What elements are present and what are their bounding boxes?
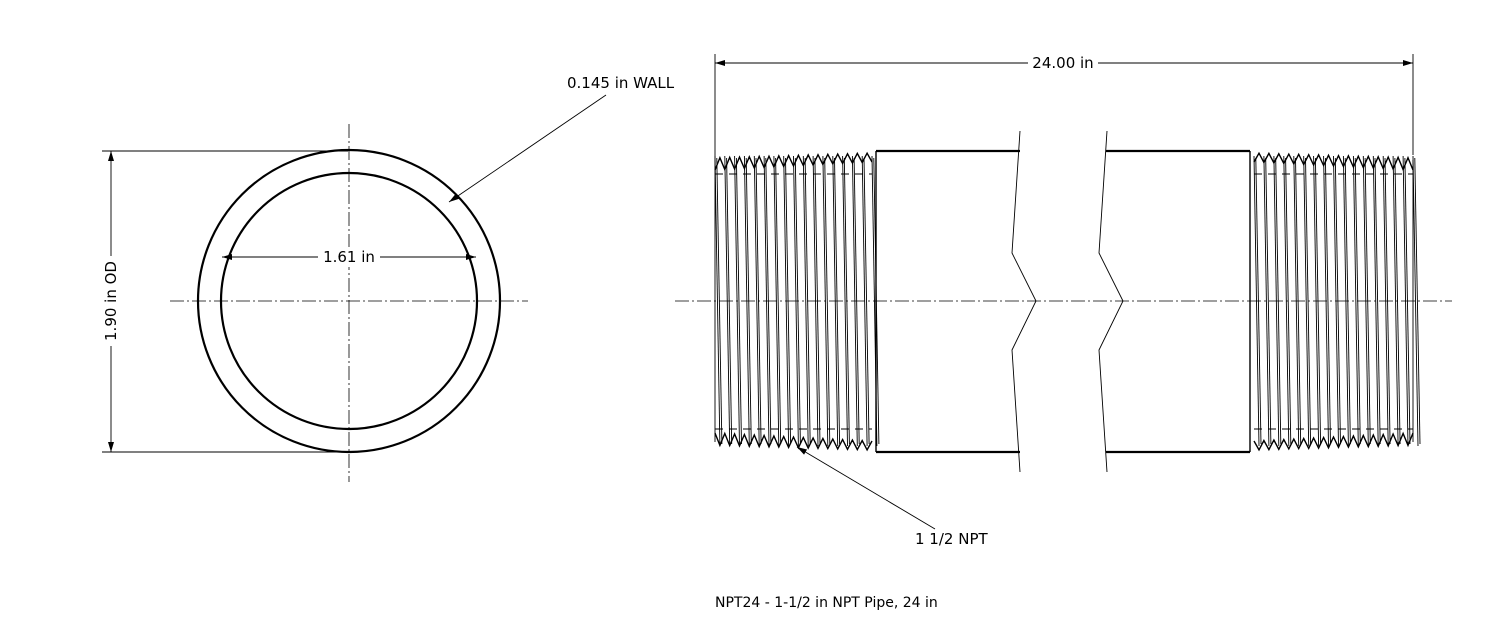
thread-helix-line: [773, 155, 780, 447]
thread-right: [1253, 151, 1421, 452]
thread-helix-line: [861, 155, 868, 447]
thread-helix-line: [1374, 157, 1381, 445]
thread-helix-line: [1265, 157, 1272, 445]
thread-helix-line: [1273, 155, 1280, 447]
break-line-left: [1011, 130, 1037, 473]
thread-helix-line: [743, 155, 750, 447]
thread-helix-line: [735, 157, 742, 445]
thread-helix-line: [1382, 155, 1389, 447]
thread-helix-line: [1402, 155, 1409, 447]
thread-helix-line: [785, 157, 792, 445]
od-dimension-label: 1.90 in OD: [102, 261, 120, 341]
thread-helix-line: [745, 157, 752, 445]
thread-helix-line: [1285, 157, 1292, 445]
thread-bottom-profile: [1253, 431, 1414, 452]
wall-leader-line: [448, 94, 607, 203]
thread-helix-line: [1404, 157, 1411, 445]
thread-helix-line: [765, 157, 772, 445]
outer-circle: [196, 148, 502, 454]
thread-helix-line: [734, 155, 740, 447]
thread-helix-line: [1384, 157, 1391, 445]
thread-helix-line: [783, 155, 790, 447]
thread-helix-line: [1354, 157, 1361, 445]
thread-helix-line: [1392, 155, 1399, 447]
thread-helix-line: [843, 157, 850, 445]
thread-helix-line: [1394, 157, 1401, 445]
thread-helix-line: [802, 155, 809, 447]
thread-helix-line: [1283, 155, 1290, 447]
thread-helix-line: [853, 157, 860, 445]
thread-helix-line: [1333, 155, 1339, 447]
thread-helix-line: [824, 157, 831, 445]
thread-label: 1 1/2 NPT: [915, 530, 988, 548]
thread-helix-line: [775, 157, 782, 445]
thread-helix-line: [804, 157, 811, 445]
thread-helix-line: [726, 157, 733, 445]
thread-helix-line: [851, 155, 858, 447]
thread-helix-line: [822, 155, 829, 447]
thread-helix-line: [724, 155, 731, 447]
thread-helix-line: [793, 155, 799, 447]
thread-helix-line: [1255, 157, 1262, 445]
thread-helix-line: [842, 155, 848, 447]
od-label-background: [102, 256, 120, 346]
length-label-background: [1028, 53, 1098, 73]
thread-bottom-profile: [714, 431, 873, 452]
thread-helix-line: [1412, 155, 1419, 447]
thread-helix-line: [1263, 155, 1270, 447]
thread-helix-line: [863, 157, 870, 445]
end-view: 1.90 in OD 1.61 in 0.145 in WALL: [102, 74, 675, 482]
thread-helix-line: [753, 155, 760, 447]
break-line-right: [1098, 130, 1124, 473]
length-dimension-label: 24.00 in: [1032, 54, 1093, 72]
thread-helix-line: [1364, 157, 1371, 445]
thread-helix-line: [1362, 155, 1369, 447]
thread-helix-line: [1414, 157, 1421, 445]
thread-helix-line: [716, 157, 723, 445]
thread-helix-line: [1313, 155, 1320, 447]
thread-helix-line: [1352, 155, 1359, 447]
inner-circle: [219, 171, 479, 431]
thread-helix-line: [1305, 157, 1312, 445]
thread-helix-line: [1372, 155, 1379, 447]
thread-helix-line: [814, 157, 821, 445]
thread-helix-line: [714, 155, 721, 447]
thread-helix-line: [1314, 157, 1322, 445]
thread-helix-line: [1303, 155, 1310, 447]
id-label-background: [318, 247, 380, 267]
thread-helix-line: [1275, 157, 1282, 445]
thread-helix-line: [1295, 157, 1302, 445]
thread-helix-line: [1334, 157, 1341, 445]
thread-helix-line: [834, 157, 841, 445]
thread-left: [714, 151, 880, 452]
thread-helix-line: [832, 155, 839, 447]
thread-helix-line: [1293, 155, 1300, 447]
thread-leader-line: [796, 446, 936, 530]
thread-helix-line: [873, 157, 880, 445]
id-dimension-label: 1.61 in: [323, 248, 375, 266]
drawing-title: NPT24 - 1-1/2 in NPT Pipe, 24 in: [715, 595, 938, 611]
wall-label: 0.145 in WALL: [567, 74, 675, 92]
thread-helix-line: [794, 157, 801, 445]
thread-helix-line: [763, 155, 770, 447]
side-view: 24.00 in 1 1/2 NPT: [675, 53, 1452, 548]
thread-helix-line: [755, 157, 762, 445]
thread-helix-line: [871, 155, 878, 447]
thread-helix-line: [1323, 155, 1329, 447]
thread-helix-line: [812, 155, 819, 447]
thread-helix-line: [1344, 157, 1351, 445]
thread-helix-line: [1342, 155, 1349, 447]
thread-helix-line: [1253, 155, 1260, 447]
thread-helix-line: [1324, 157, 1331, 445]
